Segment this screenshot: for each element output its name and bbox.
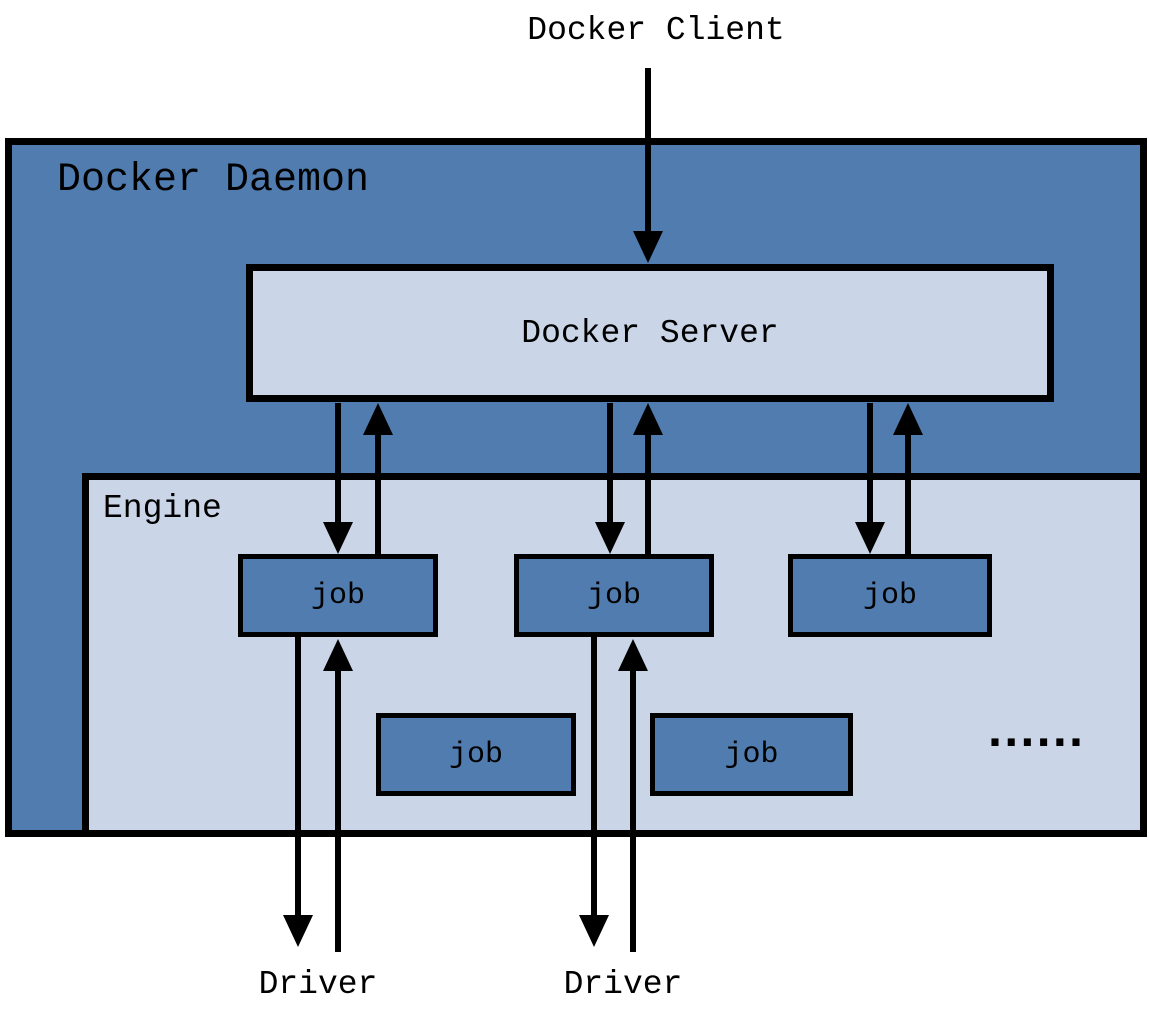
- docker-daemon-label: Docker Daemon: [57, 158, 370, 203]
- engine-box: [82, 473, 1147, 837]
- job-box-1: job: [238, 554, 438, 637]
- job-label: job: [310, 578, 365, 613]
- job-box-2: job: [514, 554, 714, 637]
- docker-client-label: Docker Client: [527, 12, 785, 49]
- job-label: job: [862, 578, 917, 613]
- arrow-head-down-icon: [283, 915, 313, 947]
- job-label: job: [586, 578, 641, 613]
- driver-label-2: Driver: [563, 966, 683, 1003]
- job-box-queued-1: job: [376, 713, 576, 796]
- more-jobs-ellipsis: ......: [987, 710, 1085, 756]
- docker-server-box: Docker Server: [246, 264, 1054, 402]
- job-box-queued-2: job: [650, 713, 853, 796]
- job-label: job: [448, 737, 503, 772]
- job-label: job: [724, 737, 779, 772]
- docker-server-label: Docker Server: [521, 314, 779, 352]
- engine-label: Engine: [103, 490, 222, 527]
- driver-label-1: Driver: [258, 966, 378, 1003]
- arrow-head-down-icon: [579, 915, 609, 947]
- job-box-3: job: [788, 554, 992, 637]
